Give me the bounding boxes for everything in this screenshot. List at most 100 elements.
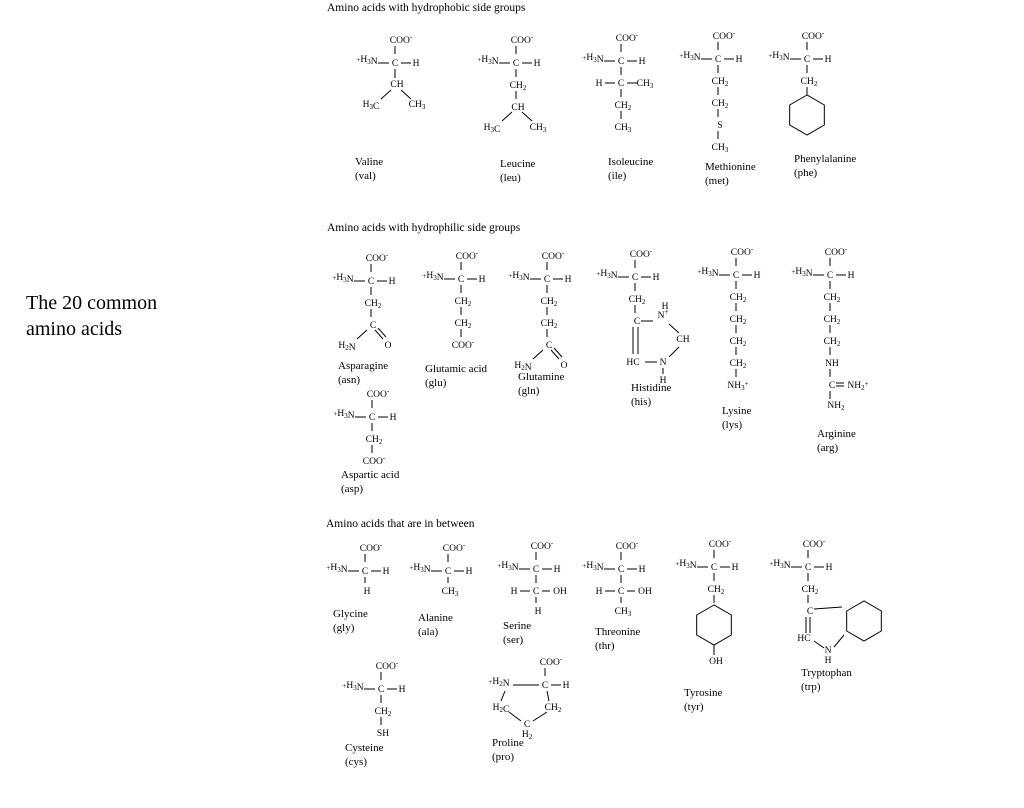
side-chain-atom: CH2 — [615, 101, 632, 112]
carboxylate-label: COO- — [511, 33, 534, 46]
side-chain-atom: CH2 — [455, 319, 472, 330]
carboxylate-label: COO- — [456, 249, 479, 262]
amino-group-label: +H3N — [679, 51, 700, 63]
amino-group-label: +H3N — [675, 559, 696, 571]
ring-ch: CH — [676, 335, 689, 345]
asparagine-abbr: (asn) — [338, 374, 360, 386]
side-chain-atom: C — [829, 381, 835, 391]
hydrogen-label: H — [736, 55, 743, 65]
side-chain-atom: CH2 — [801, 77, 818, 88]
amino-group-label: +H3N — [333, 409, 354, 421]
hydrogen-label: H — [389, 277, 396, 287]
carboxylate-label: COO- — [366, 251, 389, 264]
carboxylate-label: COO- — [825, 245, 848, 258]
glutamine-caption: Glutamine (gln) — [518, 370, 564, 398]
bond-line — [380, 89, 392, 100]
carboxylate-label: COO- — [531, 539, 554, 552]
bond-line — [377, 327, 387, 338]
bond-line — [400, 89, 412, 100]
glutamine-name: Glutamine — [518, 371, 565, 383]
threonine-caption: Threonine (thr) — [595, 625, 640, 653]
bond-line — [374, 329, 384, 340]
alanine-abbr: (ala) — [418, 626, 439, 638]
side-chain-atom: C — [634, 317, 640, 327]
alpha-carbon-label: C — [827, 271, 833, 281]
side-chain-atom: CH2 — [730, 359, 747, 370]
isoleucine-name: Isoleucine — [608, 156, 654, 168]
carboxylate-label: COO- — [616, 31, 639, 44]
atom-label: CH3 — [409, 100, 426, 111]
alpha-carbon-label: C — [544, 275, 550, 285]
hydrogen-label: H — [826, 563, 833, 573]
carboxylate-label: COO- — [630, 247, 653, 260]
amino-group-label: +H3N — [332, 273, 353, 285]
carboxylate-label: COO- — [376, 659, 399, 672]
ring-nitrogen: N — [660, 358, 667, 368]
atom-label: C — [524, 720, 530, 730]
hydrogen-label: H — [653, 273, 660, 283]
bond-line — [668, 323, 680, 334]
amino-group-label: +H3N — [409, 563, 430, 575]
hydrogen-label: H — [639, 565, 646, 575]
alpha-carbon-label: C — [804, 55, 810, 65]
proline-abbr: (pro) — [492, 751, 514, 763]
amino-group-label: +H2N — [488, 677, 509, 689]
amino-group-label: +H3N — [596, 269, 617, 281]
valine-caption: Valine (val) — [355, 155, 383, 183]
side-chain-atom: CH3 — [712, 143, 729, 154]
hydrogen-label: H — [399, 685, 406, 695]
threonine-abbr: (thr) — [595, 640, 615, 652]
amino-group-label: +H3N — [791, 267, 812, 279]
alpha-carbon-label: C — [369, 413, 375, 423]
side-chain-atom: CH3 — [442, 587, 459, 598]
hydrogen-label: H — [754, 271, 761, 281]
hydrogen-label: H — [732, 563, 739, 573]
cysteine-abbr: (cys) — [345, 756, 367, 768]
guanidinium-nh2-plus: NH2+ — [847, 380, 868, 392]
atom-label: H3C — [484, 123, 501, 135]
hydrogen-label: H — [848, 271, 855, 281]
side-chain-atom: CH2 — [712, 99, 729, 110]
benzene-ring — [846, 600, 882, 642]
aspartic-acid-abbr: (asp) — [341, 483, 363, 495]
side-chain-atom: NH3+ — [727, 380, 748, 392]
alpha-carbon-label: C — [733, 271, 739, 281]
isoleucine-abbr: (ile) — [608, 170, 627, 182]
hydrogen-label: H — [534, 59, 541, 69]
histidine-caption: Histidine (his) — [631, 381, 671, 409]
hydrogen-label: H — [479, 275, 486, 285]
carboxylate-label: COO- — [731, 245, 754, 258]
side-chain-atom: CH2 — [455, 297, 472, 308]
aspartic-acid-caption: Aspartic acid (asp) — [341, 468, 399, 496]
side-chain-atom: CH2 — [730, 337, 747, 348]
side-chain-atom: CH — [511, 103, 524, 113]
carboxylate-label: COO- — [713, 29, 736, 42]
proline-caption: Proline (pro) — [492, 736, 524, 764]
carboxylate-label: COO- — [367, 387, 390, 400]
alpha-carbon-label: C — [715, 55, 721, 65]
tryptophan-name: Tryptophan — [801, 667, 852, 679]
alpha-carbon-label: C — [368, 277, 374, 287]
proline-name: Proline — [492, 737, 524, 749]
lysine-abbr: (lys) — [722, 419, 743, 431]
amino-group-label: +H3N — [497, 561, 518, 573]
bond-line — [532, 711, 548, 722]
alpha-carbon-label: C — [632, 273, 638, 283]
side-chain-atom: COO- — [363, 454, 386, 467]
bond-line — [501, 111, 513, 122]
carboxylate-label: COO- — [616, 539, 639, 552]
atom-label: O — [385, 341, 392, 351]
side-chain-atom: CH2 — [629, 295, 646, 306]
hydrogen-label: H — [466, 567, 473, 577]
phenylalanine-caption: Phenylalanine (phe) — [794, 152, 856, 180]
bond-line — [508, 711, 522, 722]
side-chain-atom: CH2 — [365, 299, 382, 310]
